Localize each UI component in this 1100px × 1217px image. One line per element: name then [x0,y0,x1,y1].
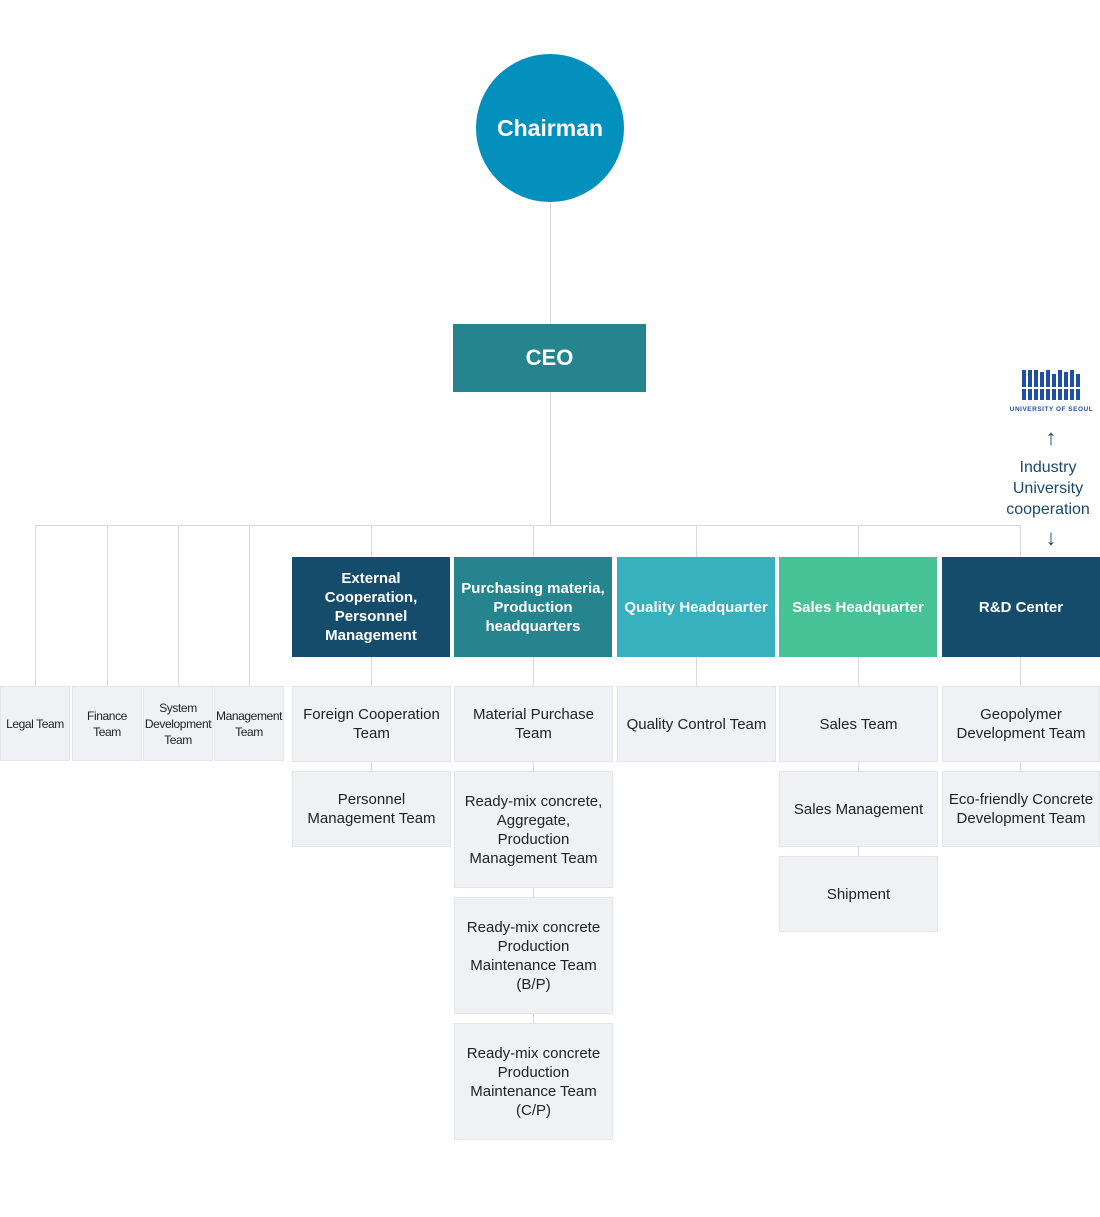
team-quality-control: Quality Control Team [617,686,776,762]
hq-external-cooperation: External Cooperation, Personnel Manageme… [292,557,450,657]
connector-hq-5 [1020,525,1021,557]
team-sales-management: Sales Management [779,771,938,847]
staff-team-system-development: System Development Team [143,686,213,761]
connector-ceo-bus [550,392,551,525]
connector-col-3 [696,657,697,686]
team-shipment: Shipment [779,856,938,932]
chairman-node: Chairman [476,54,624,202]
staff-team-legal: Legal Team [0,686,70,761]
team-geopolymer-development: Geopolymer Development Team [942,686,1100,762]
arrow-up-icon: ↑ [1045,425,1057,450]
connector-staff-2 [107,525,108,686]
team-maintenance-bp: Ready-mix concrete Production Maintenanc… [454,897,613,1014]
hq-rnd-center: R&D Center [942,557,1100,657]
connector-hq-2 [533,525,534,557]
connector-chairman-ceo [550,202,551,324]
team-sales: Sales Team [779,686,938,762]
connector-staff-1 [35,525,36,686]
connector-staff-3 [178,525,179,686]
connector-hq-3 [696,525,697,557]
staff-team-finance: Finance Team [72,686,142,761]
university-logo-icon [1020,370,1082,400]
hq-quality: Quality Headquarter [617,557,775,657]
team-production-management: Ready-mix concrete, Aggregate, Productio… [454,771,613,888]
team-maintenance-cp: Ready-mix concrete Production Maintenanc… [454,1023,613,1140]
connector-hq-4 [858,525,859,557]
team-foreign-cooperation: Foreign Cooperation Team [292,686,451,762]
arrow-down-icon: ↓ [1045,525,1057,550]
team-eco-friendly-concrete: Eco-friendly Concrete Development Team [942,771,1100,847]
connector-staff-4 [249,525,250,686]
industry-university-cooperation-label: Industry University cooperation [1006,459,1090,518]
staff-team-management: Management Team [214,686,284,761]
team-material-purchase: Material Purchase Team [454,686,613,762]
hq-sales: Sales Headquarter [779,557,937,657]
university-logo-text: UNIVERSITY OF SEOUL [1009,406,1094,413]
university-logo: UNIVERSITY OF SEOUL [1003,368,1100,416]
connector-hq-1 [371,525,372,557]
hq-purchasing-production: Purchasing materia, Production headquart… [454,557,612,657]
connector-bus [35,525,1021,526]
ceo-node: CEO [453,324,646,392]
team-personnel-management: Personnel Management Team [292,771,451,847]
